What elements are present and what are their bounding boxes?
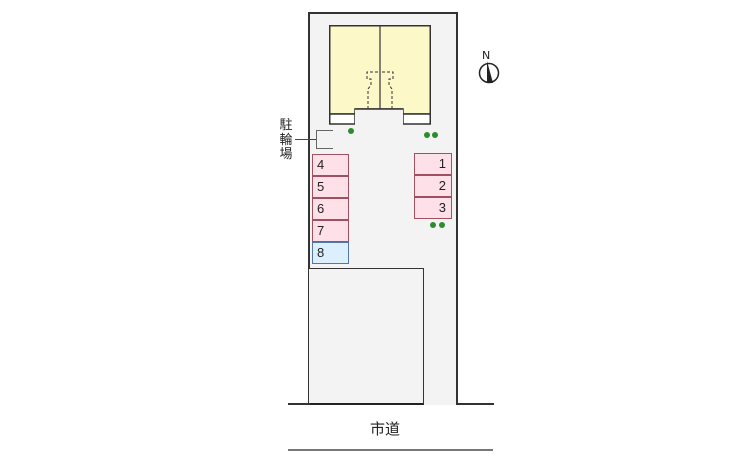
bicycle-parking-area (316, 130, 333, 149)
parking-slot-8: 8 (312, 242, 349, 264)
building (329, 25, 431, 125)
compass-label: N (482, 49, 490, 62)
bicycle-parking-leader-line (295, 139, 316, 140)
tree-icon (348, 128, 354, 134)
parking-slot-4: 4 (312, 154, 349, 176)
parking-slot-2: 2 (414, 175, 452, 197)
north-arrow-icon: N (478, 49, 500, 84)
road-edge-far (288, 449, 493, 451)
tree-icon (424, 132, 430, 138)
road-label: 市道 (369, 420, 400, 438)
adjacent-plot (308, 268, 424, 405)
bicycle-parking-label: 駐輪場 (279, 118, 293, 162)
parking-slot-6: 6 (312, 198, 349, 220)
road-edge-right (456, 403, 494, 405)
tree-icon (430, 222, 436, 228)
parking-slot-1: 1 (414, 153, 452, 175)
tree-icon (432, 132, 438, 138)
parking-slot-7: 7 (312, 220, 349, 242)
road-edge-left (288, 403, 310, 405)
tree-icon (439, 222, 445, 228)
parking-slot-5: 5 (312, 176, 349, 198)
parking-slot-3: 3 (414, 197, 452, 219)
